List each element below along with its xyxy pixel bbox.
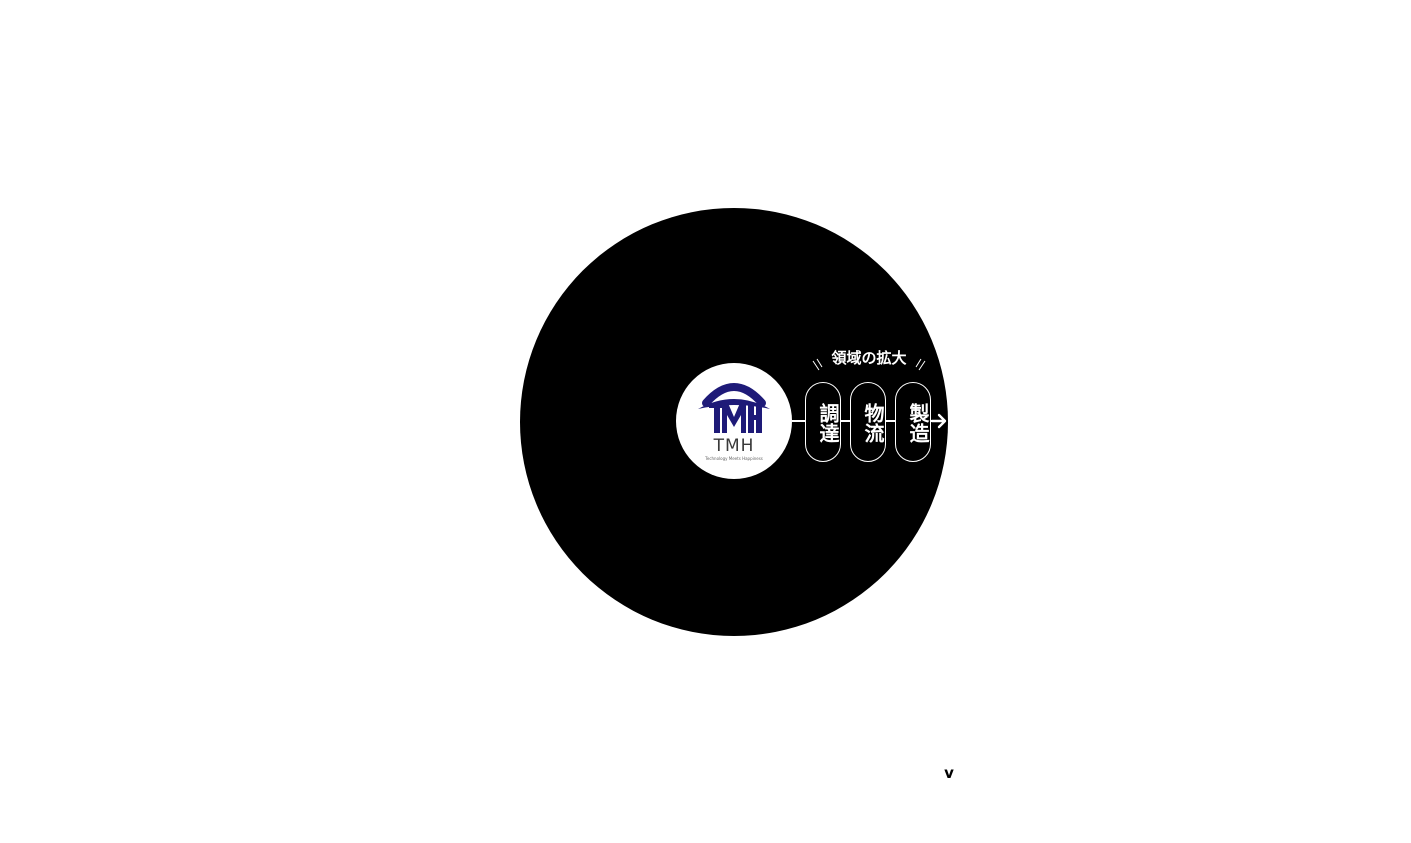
expansion-label: 領域の拡大 [831,349,907,367]
arrow-right-icon [930,413,947,429]
emphasis-marks-icon [812,358,926,371]
stage-manufacturing: 製造 [895,382,931,462]
scroll-down-indicator[interactable]: v [944,764,954,782]
stage-label: 調達 [816,403,840,443]
tmh-logo-badge: TMH Technology Meets Happiness [676,363,792,479]
stage-logistics: 物流 [850,382,886,462]
stage-label: 物流 [861,403,885,443]
logo-wordmark: TMH [713,436,755,456]
logo-tagline: Technology Meets Happiness [705,456,763,461]
tmh-logo-mark [698,383,770,433]
stage-label: 製造 [906,403,930,443]
stage-procurement: 調達 [805,382,841,462]
